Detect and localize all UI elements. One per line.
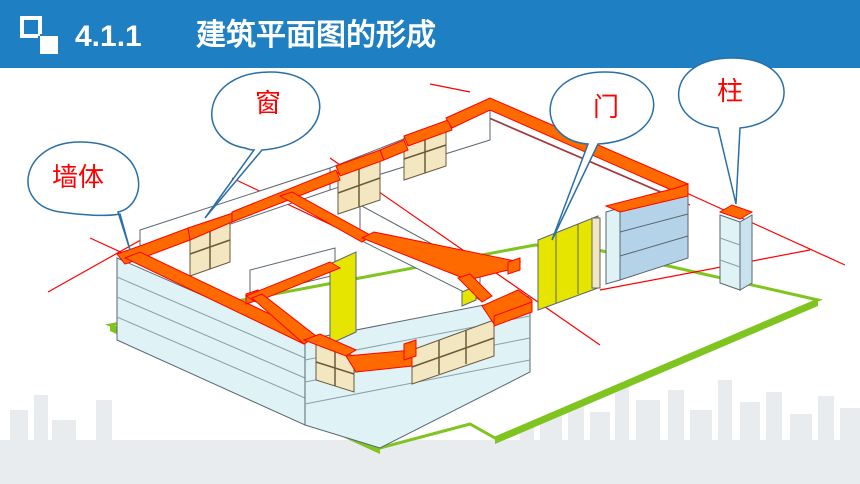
- callout-door: 门: [549, 71, 655, 241]
- label-wall: 墙体: [52, 163, 104, 193]
- callout-wall: 墙体: [27, 141, 140, 251]
- label-door: 门: [593, 93, 619, 123]
- section-number: 4.1.1: [75, 20, 142, 53]
- label-column: 柱: [717, 77, 743, 107]
- window-mullions: [189, 131, 495, 386]
- title-bar: 4.1.1 建筑平面图的形成: [0, 0, 860, 68]
- logo-square-inner: [22, 18, 40, 36]
- free-column: [718, 204, 754, 291]
- city-skyline: [0, 375, 860, 484]
- page-title: 建筑平面图的形成: [196, 18, 436, 53]
- label-window: 窗: [255, 89, 281, 119]
- callout-window: 窗: [204, 71, 321, 219]
- cut-section-outline: [116, 97, 690, 373]
- callout-column: 柱: [678, 57, 785, 205]
- right-side-wall: [605, 191, 689, 285]
- logo-square-front: [38, 34, 60, 56]
